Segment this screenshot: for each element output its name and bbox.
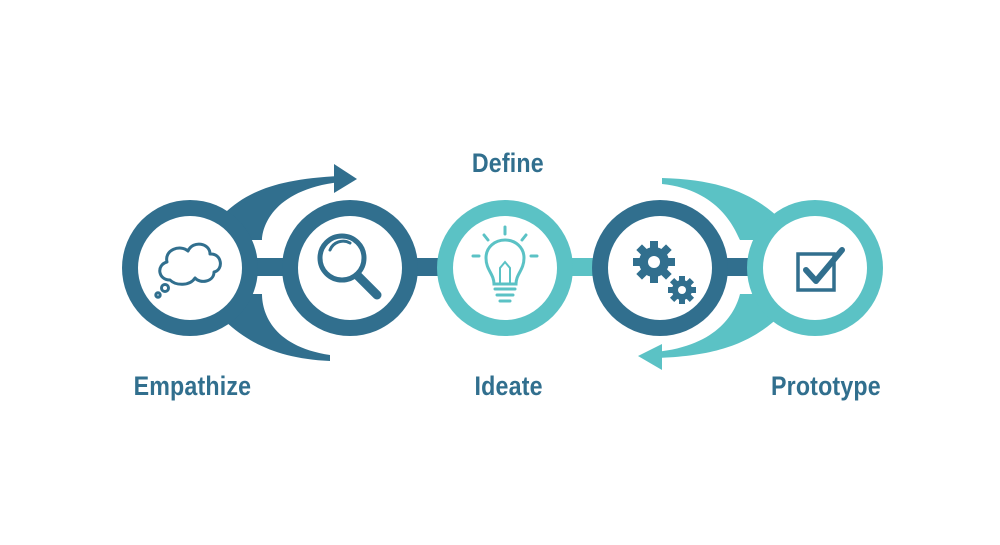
gears-icon [633,241,696,304]
arrow-left-icon [638,344,662,370]
thought-cloud-icon [154,242,222,299]
step-circle-empathize [122,200,258,336]
label-prototype: Prototype [770,371,881,401]
magnifier-icon [317,233,382,300]
label-define: Define [471,148,544,178]
step-circle-test [747,200,883,336]
step-circle-ideate [437,200,573,336]
step-circle-define [282,200,418,336]
checkbox-icon [796,247,845,292]
lightbulb-icon [471,225,539,303]
label-ideate: Ideate [474,371,543,401]
label-empathize: Empathize [133,371,252,401]
arrow-right-icon [334,164,357,193]
